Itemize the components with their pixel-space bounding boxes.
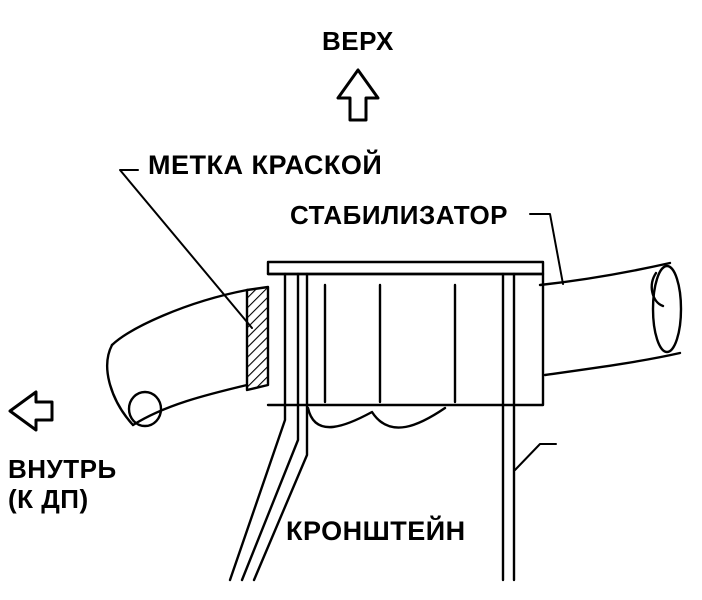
bracket xyxy=(228,260,545,582)
inward-sublabel: (К ДП) xyxy=(8,484,89,514)
bracket-label: КРОНШТЕЙН xyxy=(286,516,466,546)
stabilizer-leader xyxy=(529,213,564,285)
stabilizer-bar-left xyxy=(106,288,249,428)
bracket-leader xyxy=(514,443,557,471)
stabilizer-bar-right xyxy=(538,261,683,377)
bushing xyxy=(266,272,545,429)
paint-mark-label: МЕТКА КРАСКОЙ xyxy=(148,150,383,180)
paint-mark-leader xyxy=(119,169,253,329)
up-arrow-icon xyxy=(336,68,380,122)
inward-label: ВНУТРЬ xyxy=(8,454,117,484)
inward-arrow-icon xyxy=(8,390,54,432)
stabilizer-label: СТАБИЛИЗАТОР xyxy=(290,200,509,230)
paint-mark-band xyxy=(245,285,270,392)
up-label: ВЕРХ xyxy=(322,26,394,56)
